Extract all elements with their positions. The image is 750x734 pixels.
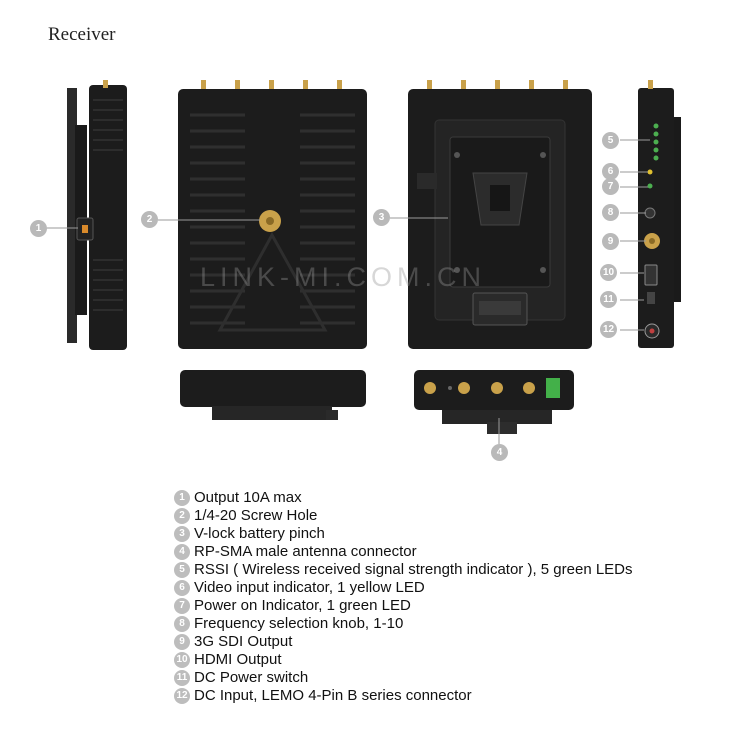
legend-label: Output 10A max	[194, 489, 302, 506]
legend-number: 11	[174, 670, 190, 686]
legend-number: 12	[174, 688, 190, 704]
legend-number: 3	[174, 526, 190, 542]
receiver-left-side-view	[67, 80, 127, 350]
callout-badge-7: 7	[602, 178, 619, 195]
callout-badge-10: 10	[600, 264, 617, 281]
page-title: Receiver	[48, 24, 116, 45]
watermark-text: LINK-MI.COM.CN	[200, 262, 486, 292]
receiver-front-view	[408, 80, 592, 349]
callout-badge-8: 8	[602, 204, 619, 221]
callout-badge-1: 1	[30, 220, 47, 237]
receiver-bottom-view-antennas	[414, 370, 574, 434]
legend-number: 8	[174, 616, 190, 632]
legend-number: 10	[174, 652, 190, 668]
legend-label: DC Input, LEMO 4-Pin B series connector	[194, 687, 472, 704]
legend-label: HDMI Output	[194, 651, 282, 668]
callout-badge-4: 4	[491, 444, 508, 461]
callout-badge-11: 11	[600, 291, 617, 308]
legend-label: Power on Indicator, 1 green LED	[194, 597, 411, 614]
receiver-back-view	[178, 80, 367, 349]
receiver-bottom-view-back	[180, 370, 366, 420]
callout-badge-5: 5	[602, 132, 619, 149]
callout-badge-12: 12	[600, 321, 617, 338]
legend-number: 9	[174, 634, 190, 650]
callout-badge-6: 6	[602, 163, 619, 180]
legend-label: 1/4-20 Screw Hole	[194, 507, 318, 524]
legend-label: Frequency selection knob, 1-10	[194, 615, 404, 632]
callout-badge-3: 3	[373, 209, 390, 226]
legend-label: V-lock battery pinch	[194, 525, 325, 542]
callout-badge-9: 9	[602, 233, 619, 250]
legend-number: 5	[174, 562, 190, 578]
legend-number: 4	[174, 544, 190, 560]
legend-label: Video input indicator, 1 yellow LED	[194, 579, 425, 596]
legend-label: 3G SDI Output	[194, 633, 293, 650]
callout-badge-2: 2	[141, 211, 158, 228]
receiver-right-side-view	[638, 80, 681, 348]
legend-number: 6	[174, 580, 190, 596]
legend-number: 7	[174, 598, 190, 614]
legend-label: DC Power switch	[194, 669, 309, 686]
legend-number: 1	[174, 490, 190, 506]
legend-label: RSSI ( Wireless received signal strength…	[194, 561, 633, 578]
legend-label: RP-SMA male antenna connector	[194, 543, 417, 560]
legend-number: 2	[174, 508, 190, 524]
